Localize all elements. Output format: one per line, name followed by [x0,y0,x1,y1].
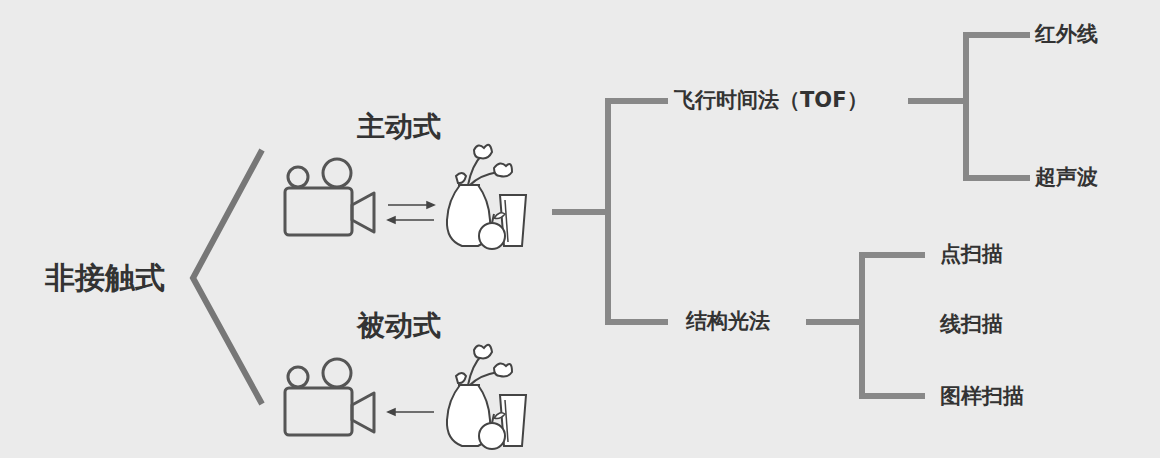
branch-label: 被动式 [357,309,441,343]
leaf-label: 超声波 [1035,165,1098,190]
method-label: 结构光法 [686,309,770,334]
leaf-label: 线扫描 [940,312,1003,337]
branch-label: 主动式 [357,110,441,144]
leaf-label: 图样扫描 [940,384,1024,409]
method-label: 飞行时间法（TOF） [674,88,868,113]
leaf-label: 红外线 [1035,22,1098,47]
root-label: 非接触式 [45,260,165,296]
leaf-label: 点扫描 [940,242,1003,267]
